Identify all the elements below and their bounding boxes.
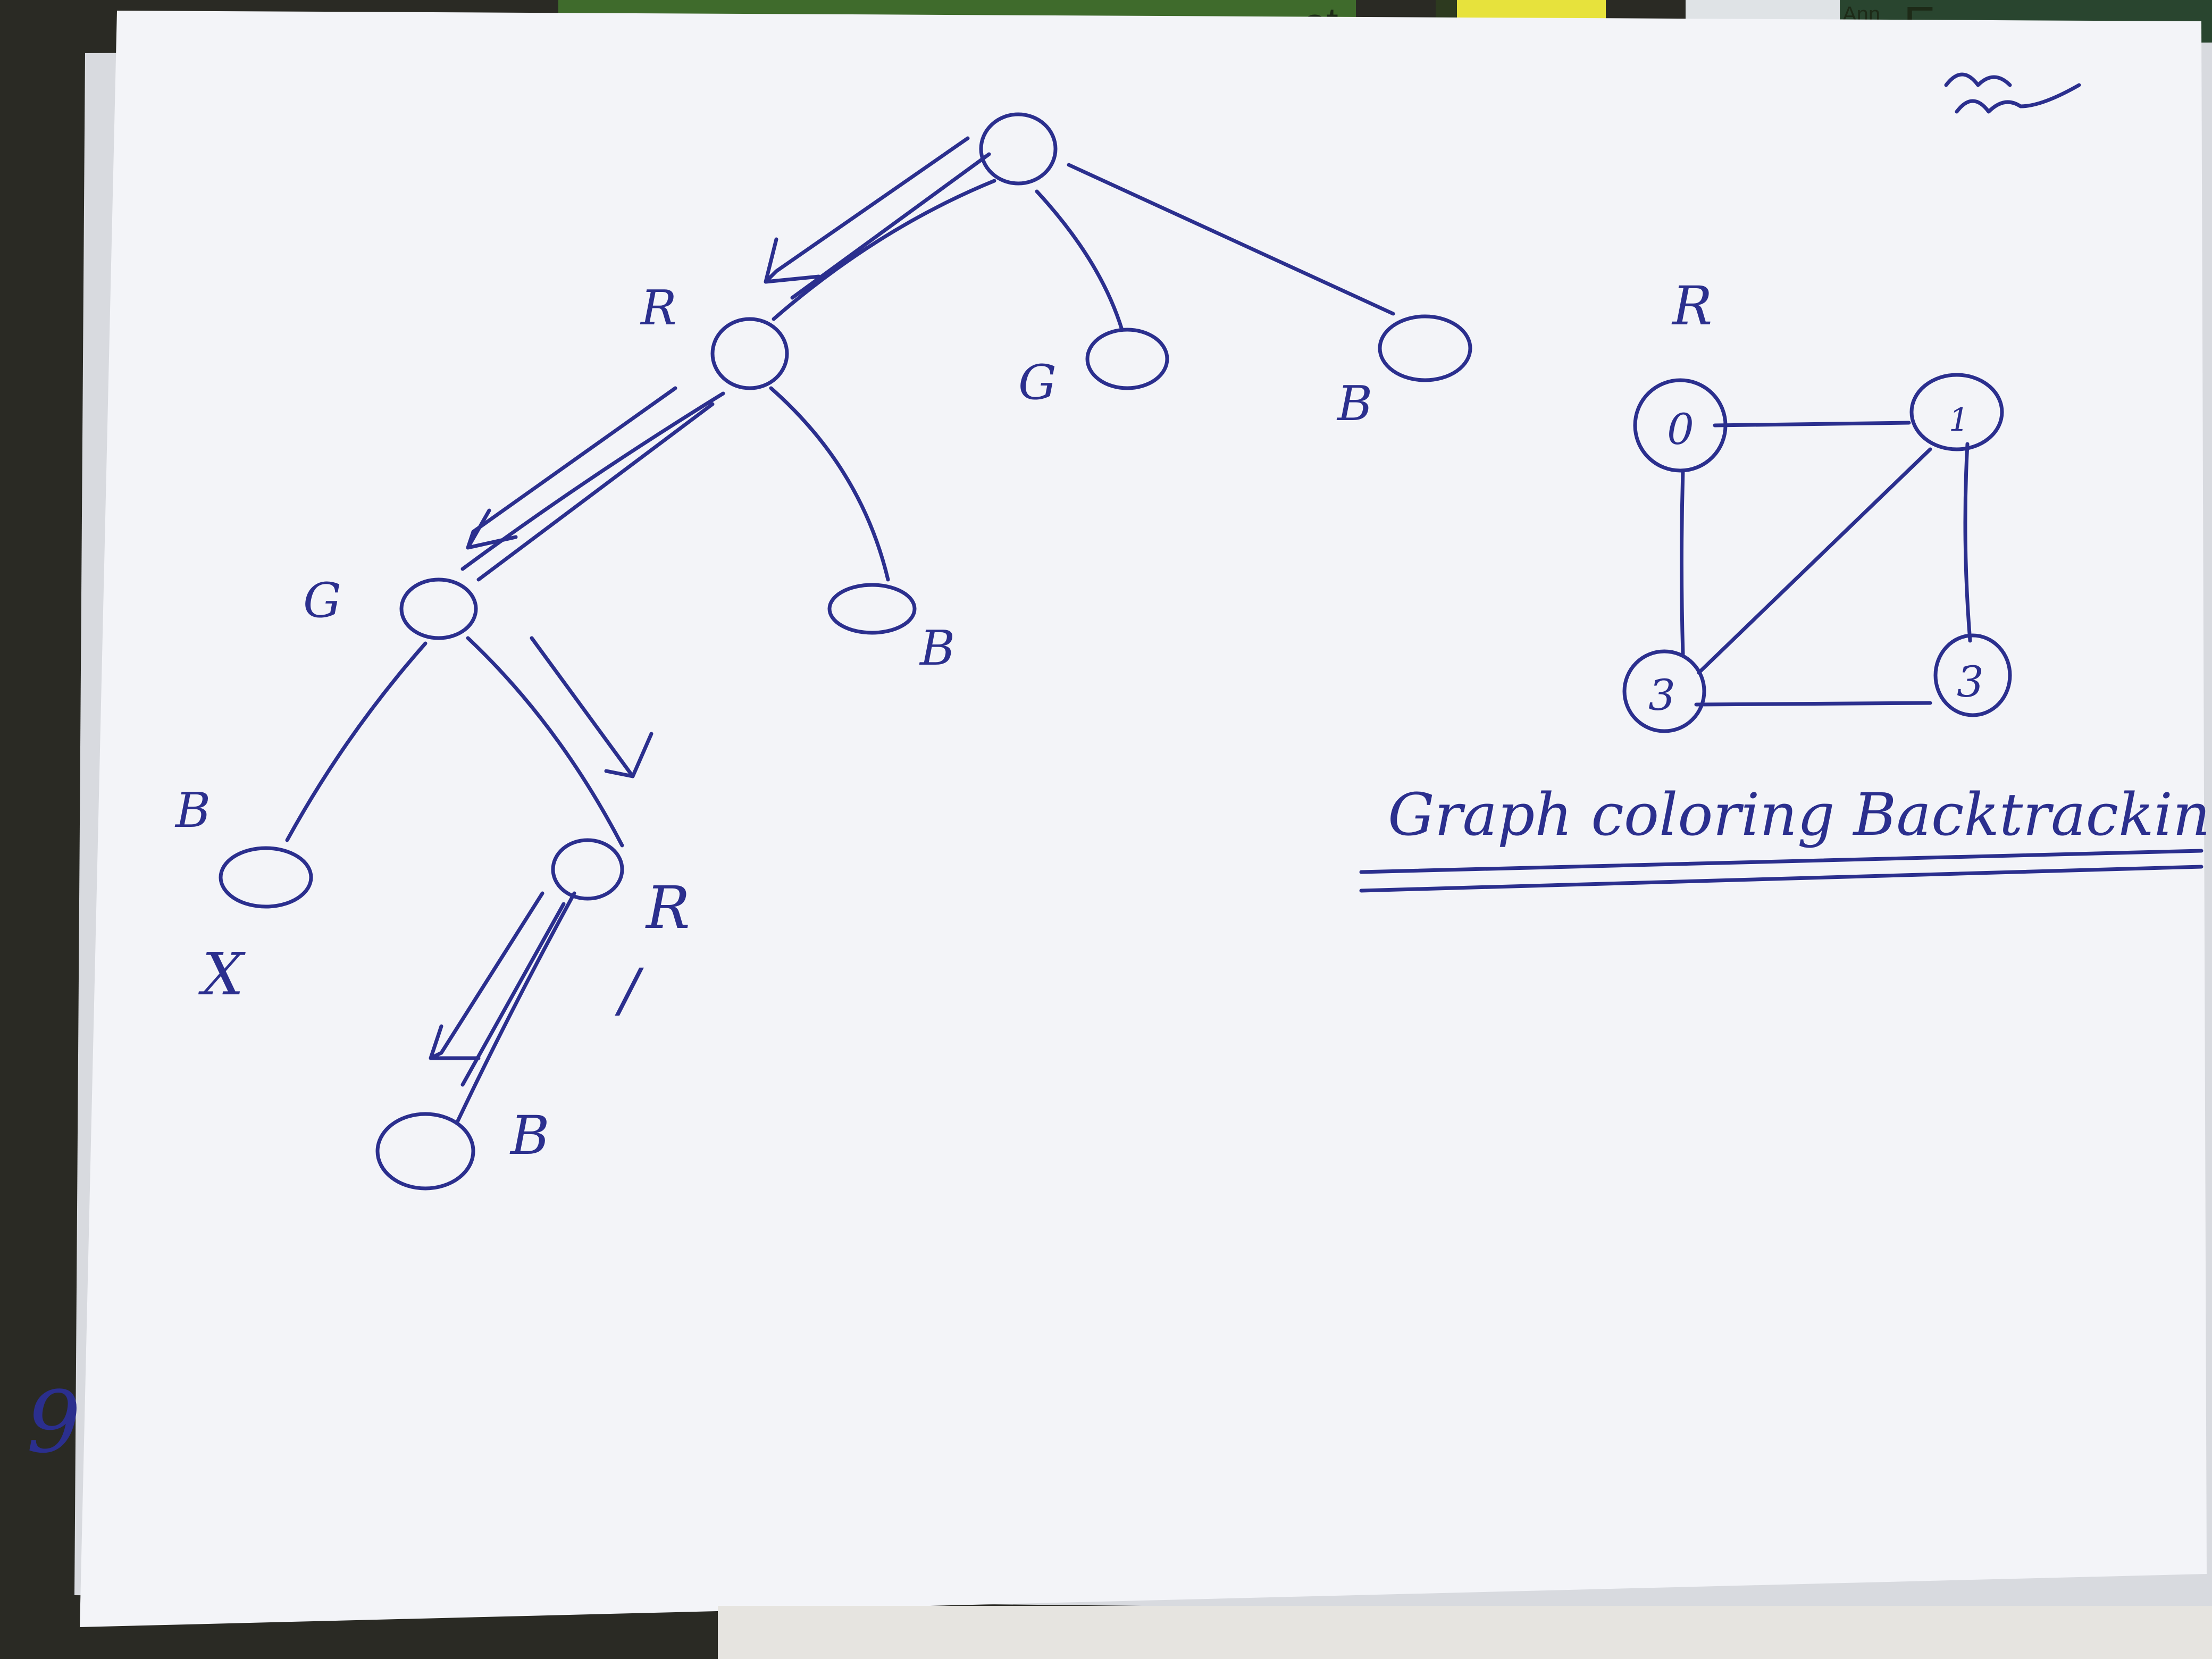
graph-color-label: R — [1671, 275, 1712, 337]
arrow-g-to-r — [530, 636, 653, 778]
tree-label-b1: B — [1336, 376, 1372, 432]
graph-vertex-1 — [1909, 373, 2004, 451]
graph-vertex-3a-label: 3 — [1648, 671, 1675, 720]
tree-labels: R G B G B B R B X / — [174, 280, 1372, 1167]
edge-r-b — [769, 386, 890, 582]
tree-label-r1: R — [640, 280, 677, 336]
cloth-bottom — [718, 1606, 2212, 1659]
graph-vertex-1-label: 1 — [1949, 401, 1969, 439]
arrow-r-to-b — [429, 891, 566, 1087]
tree-node-g2 — [399, 577, 478, 640]
tree-node-r2 — [551, 838, 624, 901]
diagram-title: Graph coloring Backtracking — [1388, 781, 2212, 849]
tree-nodes — [219, 112, 1472, 1191]
edge-root-g — [1035, 189, 1124, 332]
traversal-arrows — [429, 136, 991, 1087]
edge-r-b-bottom — [455, 891, 576, 1124]
page-number: 9 — [27, 1372, 81, 1472]
title-underline-1 — [1359, 849, 2203, 874]
graph-edge-1-3a — [1697, 447, 1932, 675]
tree-label-r2: R — [645, 874, 690, 942]
graph-vertex-3b-label: 3 — [1957, 657, 1984, 707]
edge-g-r — [466, 636, 624, 848]
arrow-r-to-g — [466, 386, 715, 582]
tree-node-root — [979, 112, 1058, 186]
tree-node-g1 — [1085, 328, 1169, 390]
graph-edge-1-3b — [1963, 442, 1972, 643]
edge-g-b — [285, 641, 428, 842]
tree-node-b1 — [1378, 314, 1472, 382]
graph-vertex-0 — [1633, 378, 1728, 473]
tree-node-b4 — [375, 1112, 475, 1191]
tree-node-b2 — [827, 583, 917, 635]
graph-edge-3a-3b — [1694, 701, 1932, 707]
tree-node-b3 — [219, 846, 313, 909]
corner-squiggle-mark — [1944, 72, 2081, 114]
corner-mark-text: m — [1962, 106, 1963, 107]
tree-node-r1 — [710, 317, 789, 390]
graph-edge-0-3a — [1680, 468, 1685, 656]
tree-label-b4: B — [509, 1104, 550, 1167]
tree-label-g2: G — [303, 573, 341, 629]
tree-label-g1: G — [1018, 355, 1057, 410]
tree-edges — [285, 163, 1395, 1124]
graph-vertex-3b — [1933, 633, 2012, 717]
graph-edge-0-1 — [1713, 421, 1911, 428]
title-underline-2 — [1359, 865, 2203, 893]
paper-sheet — [80, 11, 2207, 1627]
accepted-mark-slash: / — [615, 956, 644, 1024]
graph-vertex-0-label: 0 — [1667, 405, 1694, 454]
rejected-mark-x: X — [198, 940, 246, 1008]
input-graph: R 0 1 3 3 — [1622, 275, 2012, 733]
graph-vertex-3a — [1622, 649, 1706, 733]
arrow-root-to-r — [764, 136, 991, 300]
tree-label-b2: B — [919, 621, 955, 676]
edge-r-g — [460, 391, 725, 571]
edge-root-r — [772, 179, 996, 321]
tree-label-b3: B — [174, 783, 211, 839]
edge-root-b — [1067, 163, 1395, 316]
